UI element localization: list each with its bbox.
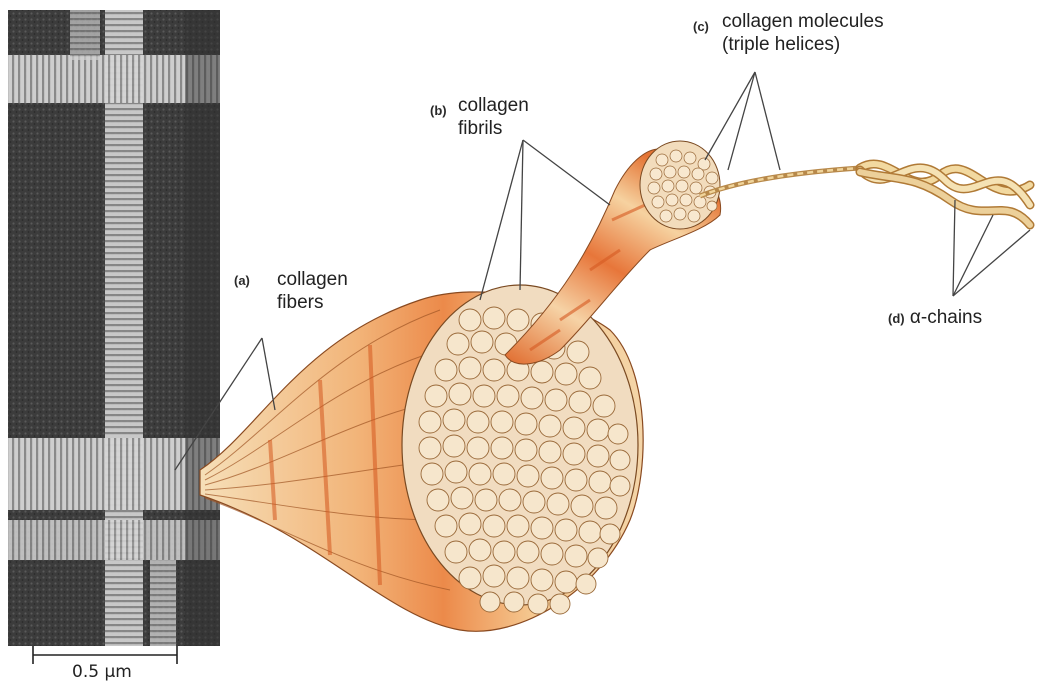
label-c-tag: (c) xyxy=(693,19,709,34)
label-b-tag: (b) xyxy=(430,103,447,118)
label-b: (b) xyxy=(430,98,447,122)
label-d: (d) α-chains xyxy=(888,306,982,330)
alpha-chains xyxy=(860,164,1030,225)
scale-bar-label: 0.5 μm xyxy=(72,662,132,682)
triple-helix-strand xyxy=(700,168,860,196)
label-c-text: collagen molecules (triple helices) xyxy=(722,10,884,56)
label-c-line1: collagen molecules xyxy=(722,10,884,33)
label-d-tag: (d) xyxy=(888,311,905,326)
electron-micrograph xyxy=(8,10,220,646)
label-a-text: collagen fibers xyxy=(277,268,348,314)
label-a: (a) xyxy=(234,268,250,292)
label-c: (c) xyxy=(693,14,709,38)
label-a-line1: collagen xyxy=(277,268,348,291)
label-b-text: collagen fibrils xyxy=(458,94,529,140)
label-b-line2: fibrils xyxy=(458,117,529,140)
label-b-line1: collagen xyxy=(458,94,529,117)
label-c-line2: (triple helices) xyxy=(722,33,884,56)
label-a-line2: fibers xyxy=(277,291,348,314)
label-d-text: α-chains xyxy=(910,307,982,328)
label-a-tag: (a) xyxy=(234,273,250,288)
